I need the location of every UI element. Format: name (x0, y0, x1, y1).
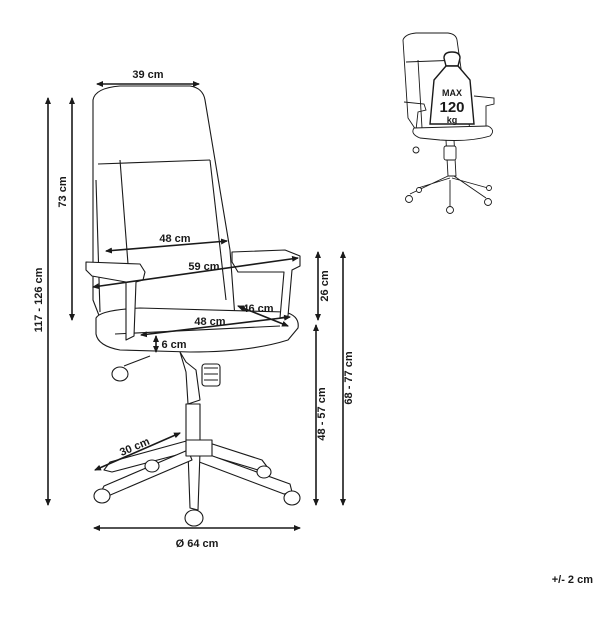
label-backrest-width: 39 cm (132, 69, 163, 81)
max-unit: kg (447, 115, 458, 125)
tolerance-note: +/- 2 cm (551, 574, 593, 586)
gas-lift (111, 351, 221, 441)
label-backrest-height: 73 cm (57, 176, 69, 207)
label-armrest-height: 26 cm (319, 270, 331, 301)
dimension-lines (45, 81, 346, 531)
label-arm-height-total: 68 - 77 cm (343, 351, 355, 404)
max-load-text: MAX 120 kg (439, 88, 464, 125)
label-seat-depth: 48 cm (194, 316, 225, 328)
max-load-inset (402, 32, 495, 214)
label-armrest-span: 59 cm (188, 261, 219, 273)
label-seat-thickness: 6 cm (161, 339, 186, 351)
label-base-diameter: Ø 64 cm (176, 538, 219, 550)
weight-icon (429, 51, 475, 125)
max-label: MAX (442, 88, 462, 98)
label-seat-height: 48 - 57 cm (316, 387, 328, 440)
label-seat-width: 48 cm (159, 233, 190, 245)
label-total-height: 117 - 126 cm (33, 267, 45, 332)
label-seat-depth-arm: 46 cm (242, 303, 273, 315)
max-value: 120 (439, 99, 464, 116)
